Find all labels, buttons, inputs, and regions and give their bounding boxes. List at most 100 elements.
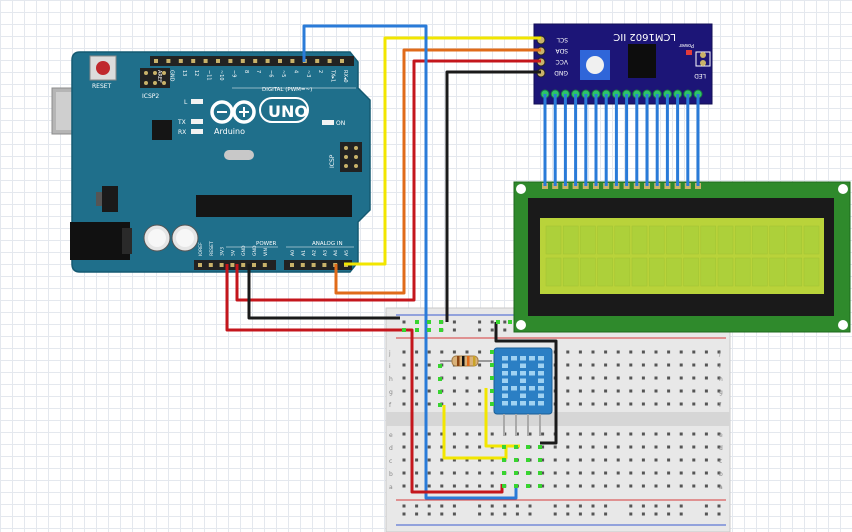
rail-hole[interactable] — [503, 328, 507, 332]
rail-hole[interactable] — [490, 320, 494, 324]
bb-hole[interactable] — [591, 445, 595, 449]
bb-hole[interactable] — [478, 389, 482, 393]
rail-hole[interactable] — [515, 504, 519, 508]
bb-hole[interactable] — [427, 402, 431, 406]
rail-hole[interactable] — [452, 320, 456, 324]
bb-hole[interactable] — [604, 389, 608, 393]
bb-hole[interactable] — [578, 350, 582, 354]
bb-hole[interactable] — [402, 402, 406, 406]
bb-hole[interactable] — [679, 445, 683, 449]
rail-hole[interactable] — [402, 512, 406, 516]
digital-pin[interactable] — [154, 59, 158, 63]
bb-hole[interactable] — [654, 484, 658, 488]
bb-hole[interactable] — [654, 389, 658, 393]
bb-hole[interactable] — [566, 376, 570, 380]
power-pin[interactable] — [219, 263, 224, 267]
bb-hole[interactable] — [566, 471, 570, 475]
bb-hole[interactable] — [427, 458, 431, 462]
power-pin[interactable] — [262, 263, 267, 267]
bb-hole[interactable] — [616, 402, 620, 406]
bb-hole[interactable] — [515, 432, 519, 436]
bb-hole[interactable] — [452, 471, 456, 475]
rail-hole[interactable] — [629, 512, 633, 516]
rail-hole[interactable] — [717, 504, 721, 508]
bb-hole[interactable] — [604, 350, 608, 354]
bb-hole[interactable] — [578, 445, 582, 449]
rail-hole[interactable] — [478, 328, 482, 332]
bb-hole[interactable] — [629, 350, 633, 354]
bb-hole[interactable] — [465, 389, 469, 393]
rail-hole[interactable] — [440, 504, 444, 508]
bb-hole[interactable] — [452, 350, 456, 354]
bb-hole[interactable] — [427, 484, 431, 488]
bb-hole[interactable] — [667, 471, 671, 475]
rail-hole[interactable] — [704, 512, 708, 516]
bb-hole[interactable] — [704, 471, 708, 475]
bb-hole[interactable] — [704, 376, 708, 380]
digital-pin[interactable] — [216, 59, 220, 63]
rail-hole[interactable] — [641, 504, 645, 508]
rail-hole[interactable] — [478, 320, 482, 324]
rail-hole[interactable] — [578, 512, 582, 516]
rail-hole[interactable] — [641, 512, 645, 516]
bb-hole[interactable] — [616, 363, 620, 367]
bb-hole[interactable] — [566, 363, 570, 367]
bb-hole[interactable] — [591, 402, 595, 406]
bb-hole[interactable] — [692, 350, 696, 354]
bb-hole[interactable] — [478, 363, 482, 367]
bb-hole[interactable] — [490, 471, 494, 475]
rail-hole[interactable] — [679, 504, 683, 508]
bb-hole[interactable] — [629, 471, 633, 475]
bb-hole[interactable] — [591, 363, 595, 367]
bb-hole[interactable] — [641, 389, 645, 393]
bb-hole[interactable] — [402, 389, 406, 393]
bb-hole[interactable] — [692, 471, 696, 475]
bb-hole[interactable] — [667, 458, 671, 462]
digital-pin[interactable] — [203, 59, 208, 63]
bb-hole[interactable] — [578, 432, 582, 436]
bb-hole[interactable] — [604, 445, 608, 449]
bb-hole[interactable] — [478, 350, 482, 354]
rail-hole[interactable] — [427, 504, 431, 508]
bb-hole[interactable] — [616, 471, 620, 475]
bb-hole[interactable] — [566, 484, 570, 488]
bb-hole[interactable] — [415, 389, 419, 393]
analog-pin[interactable] — [311, 263, 316, 267]
bb-hole[interactable] — [717, 458, 721, 462]
rail-hole[interactable] — [629, 504, 633, 508]
bb-hole[interactable] — [604, 458, 608, 462]
digital-pin[interactable] — [178, 59, 183, 63]
bb-hole[interactable] — [591, 484, 595, 488]
bb-hole[interactable] — [667, 432, 671, 436]
rail-hole[interactable] — [478, 512, 482, 516]
bb-hole[interactable] — [465, 350, 469, 354]
bb-hole[interactable] — [415, 445, 419, 449]
bb-hole[interactable] — [667, 363, 671, 367]
bb-hole[interactable] — [717, 484, 721, 488]
bb-hole[interactable] — [452, 376, 456, 380]
bb-hole[interactable] — [415, 363, 419, 367]
bb-hole[interactable] — [478, 484, 482, 488]
bb-hole[interactable] — [692, 389, 696, 393]
rail-hole[interactable] — [717, 512, 721, 516]
bb-hole[interactable] — [629, 363, 633, 367]
bb-hole[interactable] — [704, 389, 708, 393]
bb-hole[interactable] — [654, 350, 658, 354]
bb-hole[interactable] — [427, 432, 431, 436]
rail-hole[interactable] — [478, 504, 482, 508]
bb-hole[interactable] — [490, 432, 494, 436]
bb-hole[interactable] — [478, 471, 482, 475]
bb-hole[interactable] — [604, 402, 608, 406]
bb-hole[interactable] — [452, 402, 456, 406]
bb-hole[interactable] — [717, 471, 721, 475]
bb-hole[interactable] — [427, 376, 431, 380]
bb-hole[interactable] — [541, 432, 545, 436]
rail-hole[interactable] — [654, 512, 658, 516]
bb-hole[interactable] — [415, 376, 419, 380]
rail-hole[interactable] — [427, 512, 431, 516]
bb-hole[interactable] — [578, 402, 582, 406]
rail-hole[interactable] — [452, 504, 456, 508]
bb-hole[interactable] — [667, 484, 671, 488]
digital-pin[interactable] — [327, 59, 332, 63]
bb-hole[interactable] — [704, 350, 708, 354]
